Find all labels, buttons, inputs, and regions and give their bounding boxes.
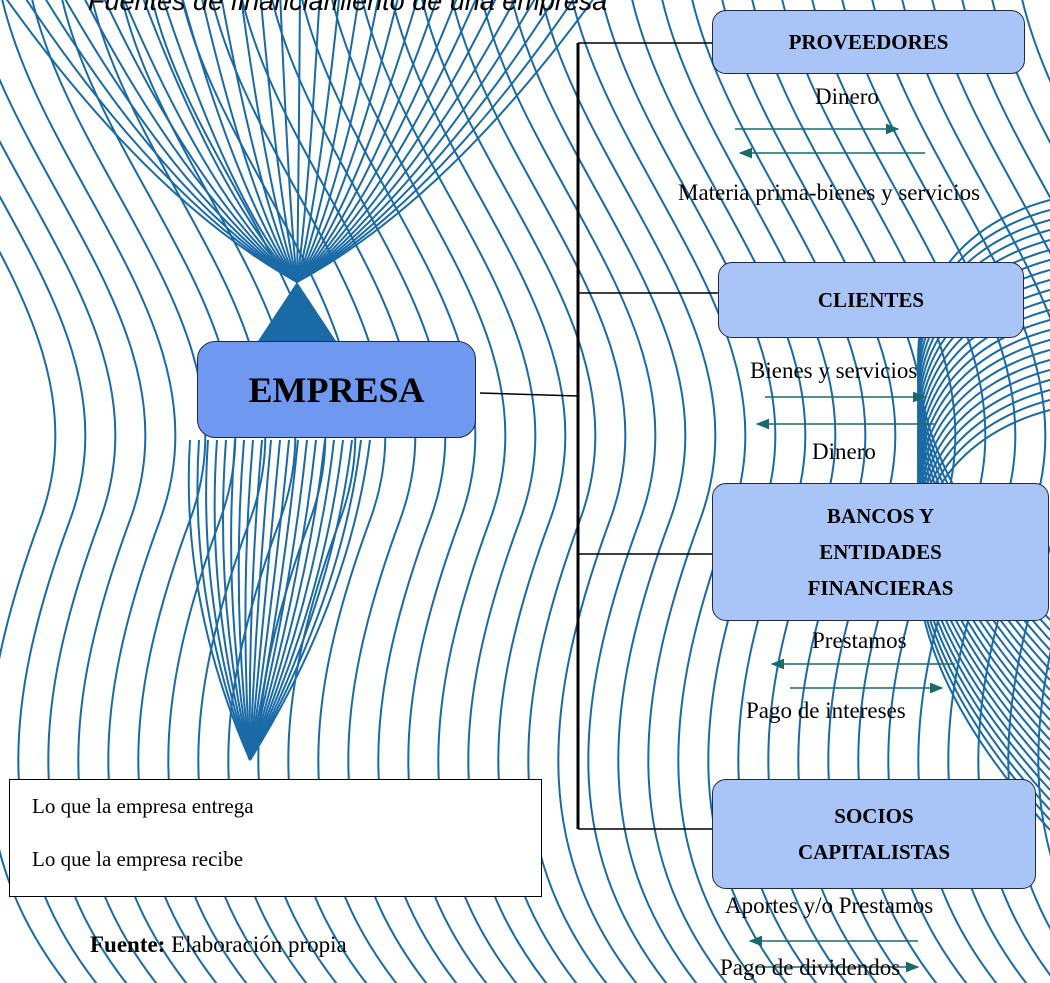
clientes-label: CLIENTES xyxy=(817,288,925,312)
bancos-top-label: Prestamos xyxy=(812,628,907,653)
socios-label-line-1: SOCIOS xyxy=(834,804,914,828)
socios-label-line-2: CAPITALISTAS xyxy=(797,840,951,864)
bancos-label-line-1: BANCOS Y xyxy=(826,504,935,528)
source-note: Fuente: Elaboración propia xyxy=(90,932,347,958)
clientes-top-label: Bienes y servicios xyxy=(750,358,918,383)
socios-box: SOCIOS CAPITALISTAS xyxy=(712,779,1036,889)
proveedores-box: PROVEEDORES xyxy=(712,10,1025,74)
legend-box xyxy=(9,779,542,897)
bancos-box: BANCOS Y ENTIDADES FINANCIERAS xyxy=(712,483,1049,621)
proveedores-label: PROVEEDORES xyxy=(788,30,949,54)
socios-bottom-label: Pago de dividendos xyxy=(720,955,901,980)
legend-receives-text: Lo que la empresa recibe xyxy=(32,847,244,871)
source-text: Elaboración propia xyxy=(165,932,347,957)
bancos-label-line-3: FINANCIERAS xyxy=(807,576,954,600)
page-title: Fuentes de financiamiento de una empresa xyxy=(88,0,608,16)
empresa-box: EMPRESA xyxy=(197,341,476,438)
socios-top-label: Aportes y/o Prestamos xyxy=(725,893,934,918)
clientes-box: CLIENTES xyxy=(718,262,1024,338)
proveedores-bottom-label: Materia prima-bienes y servicios xyxy=(678,180,981,205)
legend-gives-text: Lo que la empresa entrega xyxy=(32,794,254,818)
clientes-bottom-label: Dinero xyxy=(812,439,876,464)
connector-empresa xyxy=(479,392,579,397)
proveedores-top-label: Dinero xyxy=(815,84,879,109)
empresa-label: EMPRESA xyxy=(248,369,425,410)
bancos-label-line-2: ENTIDADES xyxy=(819,540,942,564)
source-label: Fuente: xyxy=(90,932,166,957)
bancos-bottom-label: Pago de intereses xyxy=(746,698,906,723)
